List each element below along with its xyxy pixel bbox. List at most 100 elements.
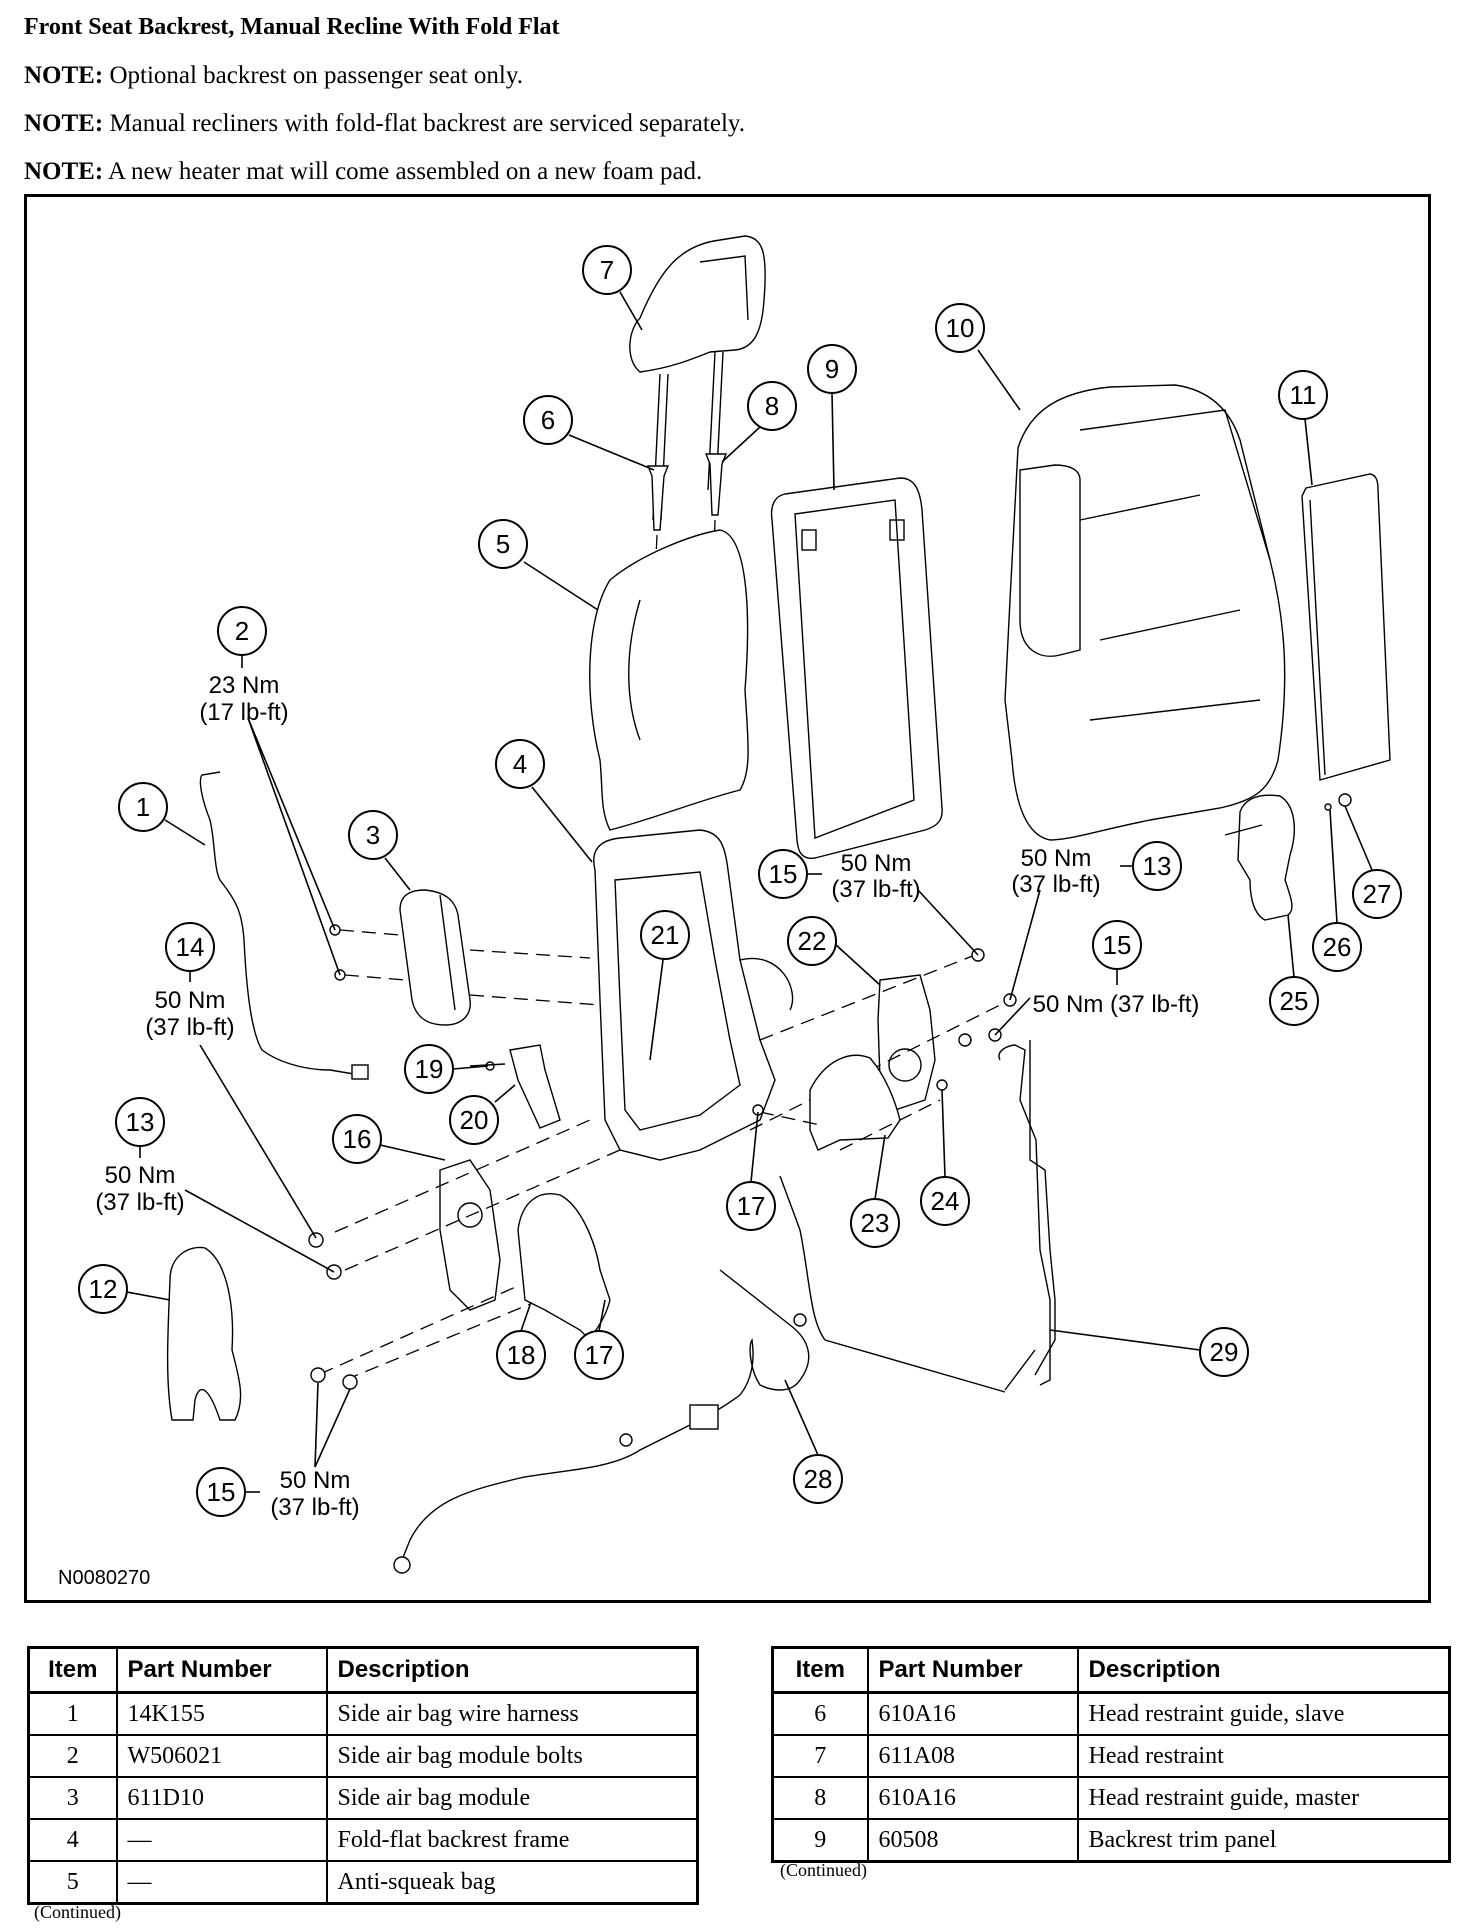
svg-text:1: 1	[136, 792, 150, 822]
note-text: Optional backrest on passenger seat only…	[103, 62, 523, 89]
part-number-cell: —	[115, 1818, 328, 1862]
note-text: A new heater mat will come assembled on …	[103, 158, 703, 185]
callout-21: 21	[640, 910, 690, 960]
item-cell: 2	[27, 1734, 118, 1778]
svg-text:18: 18	[507, 1340, 536, 1370]
callout-13-right: 13	[1132, 841, 1182, 891]
description-cell: Side air bag module	[325, 1776, 699, 1820]
left-recliner-part	[308, 1119, 621, 1390]
svg-text:22: 22	[798, 926, 827, 956]
callout-24: 24	[920, 1176, 970, 1226]
callout-10: 10	[935, 303, 985, 353]
callout-16: 16	[332, 1114, 382, 1164]
description-cell: Head restraint guide, master	[1076, 1776, 1451, 1820]
continued-note-left: (Continued)	[34, 1902, 121, 1922]
diagram-frame	[24, 194, 1431, 1603]
item-cell: 1	[27, 1691, 118, 1736]
callout-17-low: 17	[574, 1330, 624, 1380]
column-header-description: Description	[1076, 1646, 1451, 1694]
callout-27: 27	[1352, 869, 1402, 919]
callout-14: 14	[165, 922, 215, 972]
svg-text:15: 15	[1103, 930, 1132, 960]
torque-13-right-lbft: (37 lb-ft)	[1011, 871, 1100, 898]
svg-text:16: 16	[343, 1124, 372, 1154]
table-header-row: Item Part Number Description	[771, 1646, 1451, 1694]
table-row: 4—Fold-flat backrest frame	[27, 1818, 699, 1862]
anti-squeak-bag-part	[589, 529, 749, 831]
release-cable-part	[393, 1269, 810, 1574]
callout-15-low: 15	[196, 1467, 246, 1517]
svg-text:14: 14	[176, 932, 205, 962]
item-cell: 8	[771, 1776, 869, 1820]
backrest-frame-part	[593, 829, 794, 1161]
svg-text:25: 25	[1280, 986, 1309, 1016]
callout-17-mid: 17	[726, 1181, 776, 1231]
torque-2-nm: 23 Nm	[209, 672, 280, 699]
note-text: Manual recliners with fold-flat backrest…	[103, 110, 746, 137]
page-title: Front Seat Backrest, Manual Recline With…	[24, 14, 560, 40]
side-air-bag-wire-harness-part	[199, 771, 369, 1080]
torque-14-lbft: (37 lb-ft)	[145, 1014, 234, 1041]
callout-6: 6	[523, 395, 573, 445]
note-label: NOTE:	[24, 110, 104, 137]
table-header-row: Item Part Number Description	[27, 1646, 699, 1694]
part-number-cell: —	[115, 1860, 328, 1905]
callout-5: 5	[478, 519, 528, 569]
backrest-wire-support-part	[779, 1040, 1056, 1393]
svg-text:8: 8	[765, 391, 779, 421]
part-number-cell: 14K155	[115, 1691, 328, 1736]
leader-lines	[126, 291, 1373, 1493]
callout-2: 2	[217, 606, 267, 656]
svg-text:6: 6	[541, 405, 555, 435]
item-cell: 4	[27, 1818, 118, 1862]
callout-7: 7	[582, 245, 632, 295]
callout-22: 22	[787, 916, 837, 966]
description-cell: Fold-flat backrest frame	[325, 1818, 699, 1862]
right-recliner-cover-part	[752, 1054, 948, 1151]
callout-15-top: 15	[758, 849, 808, 899]
svg-text:26: 26	[1323, 932, 1352, 962]
torque-13-left-nm: 50 Nm	[105, 1162, 176, 1189]
item-cell: 6	[771, 1691, 869, 1736]
svg-text:12: 12	[89, 1274, 118, 1304]
callout-28: 28	[793, 1454, 843, 1504]
figure-id: N0080270	[58, 1567, 151, 1589]
backrest-trim-panel-part	[770, 477, 943, 859]
part-number-cell: 611D10	[115, 1776, 328, 1820]
svg-text:15: 15	[207, 1477, 236, 1507]
note-1: NOTE: Optional backrest on passenger sea…	[24, 62, 523, 90]
callout-19: 19	[404, 1044, 454, 1094]
part-number-cell: 610A16	[866, 1776, 1079, 1820]
callout-8: 8	[747, 381, 797, 431]
table-row: 5—Anti-squeak bag	[27, 1860, 699, 1905]
torque-13-left-lbft: (37 lb-ft)	[95, 1189, 184, 1216]
part-number-cell: 611A08	[866, 1734, 1079, 1778]
torque-14-nm: 50 Nm	[155, 987, 226, 1014]
description-cell: Head restraint guide, slave	[1076, 1691, 1451, 1736]
callout-20: 20	[449, 1095, 499, 1145]
inner-shield-part	[166, 1246, 242, 1421]
svg-text:5: 5	[496, 529, 510, 559]
callout-11: 11	[1278, 370, 1328, 420]
torque-15-top-lbft: (37 lb-ft)	[831, 876, 920, 903]
callout-3: 3	[348, 810, 398, 860]
svg-text:29: 29	[1210, 1337, 1239, 1367]
svg-text:9: 9	[825, 354, 839, 384]
callout-26: 26	[1312, 922, 1362, 972]
item-cell: 3	[27, 1776, 118, 1820]
svg-text:3: 3	[366, 820, 380, 850]
callout-15-right: 15	[1092, 920, 1142, 970]
callout-4: 4	[495, 739, 545, 789]
svg-text:10: 10	[946, 313, 975, 343]
callout-13-left: 13	[115, 1097, 165, 1147]
callout-25: 25	[1269, 976, 1319, 1026]
column-header-item: Item	[27, 1646, 118, 1694]
torque-2-lbft: (17 lb-ft)	[199, 699, 288, 726]
description-cell: Side air bag module bolts	[325, 1734, 699, 1778]
svg-text:15: 15	[769, 859, 798, 889]
callout-9: 9	[807, 344, 857, 394]
